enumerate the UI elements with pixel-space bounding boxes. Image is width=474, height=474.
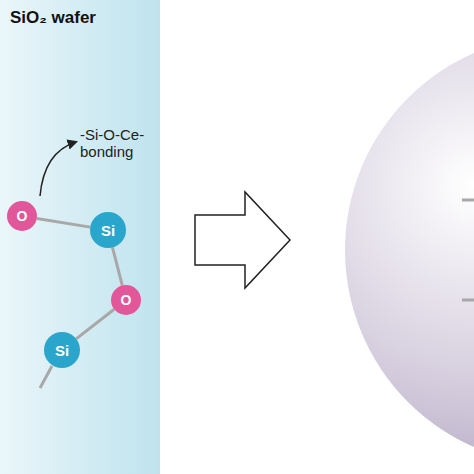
wafer-band <box>0 0 160 474</box>
region-title: SiO₂ wafer <box>0 0 160 28</box>
atom-symbol: Si <box>101 222 115 239</box>
atom-circle: Si <box>44 332 80 368</box>
atom-symbol: O <box>17 208 28 224</box>
atom-symbol: Si <box>55 342 69 359</box>
chemical-bond <box>37 218 90 227</box>
atom-circle: Si <box>90 212 126 248</box>
chemical-bond <box>112 247 122 285</box>
wafer-region: SiO₂ waferOSiOSi <box>0 0 160 474</box>
surface-mark <box>462 199 474 202</box>
curved-arrow <box>40 142 76 196</box>
bond-stub <box>40 366 52 388</box>
callout-text: -Si-O-Ce- bonding <box>80 126 162 161</box>
atom-symbol: O <box>121 292 132 308</box>
atom-circle: O <box>111 285 141 315</box>
chemical-bond <box>76 309 114 339</box>
ceria-particle <box>345 35 474 465</box>
atom-circle: O <box>7 201 37 231</box>
surface-mark <box>462 299 474 302</box>
process-arrow <box>195 192 290 288</box>
